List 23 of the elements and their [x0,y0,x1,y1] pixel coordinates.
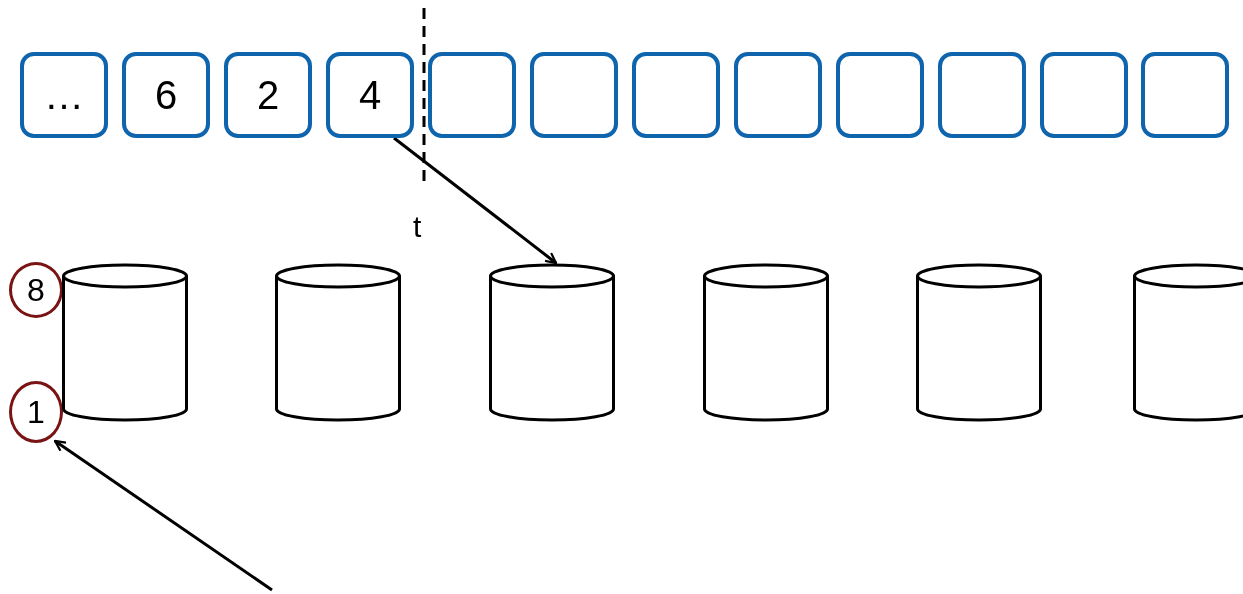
cylinder [1133,264,1243,421]
rounded-box [1141,52,1229,138]
cylinder [62,264,188,421]
rounded-box [734,52,822,138]
cylinder [489,264,615,421]
arrow [53,439,273,592]
rounded-box: … [20,52,108,138]
rounded-box [938,52,1026,138]
arrow [393,136,558,265]
rounded-box: 2 [224,52,312,138]
cylinder [703,264,829,421]
rounded-box: 4 [326,52,414,138]
rounded-box [836,52,924,138]
number-ellipse: 1 [9,381,63,443]
number-ellipse: 8 [9,262,63,318]
rounded-box: 6 [122,52,210,138]
time-label: t [413,210,422,244]
rounded-box [428,52,516,138]
rounded-box [530,52,618,138]
cylinder [275,264,401,421]
rounded-box [632,52,720,138]
cylinder [916,264,1042,421]
rounded-box [1040,52,1128,138]
